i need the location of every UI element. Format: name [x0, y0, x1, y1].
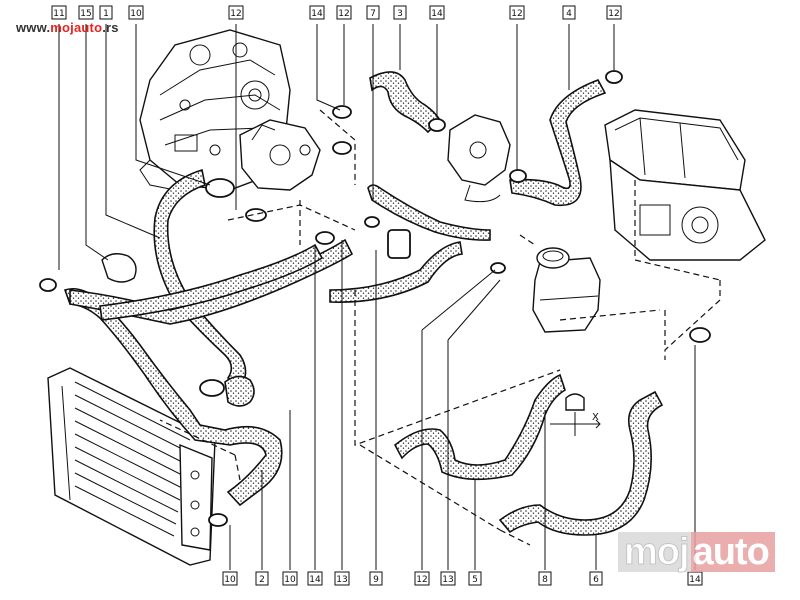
svg-text:12: 12	[608, 9, 619, 19]
dashed-guides	[159, 109, 721, 546]
svg-text:4: 4	[566, 9, 572, 19]
pipe-lower	[329, 241, 463, 303]
svg-text:14: 14	[309, 575, 321, 585]
hoses	[63, 71, 664, 536]
callout-11: 11	[51, 5, 67, 20]
clamp	[315, 231, 335, 245]
clamp	[199, 379, 225, 397]
heater-supply-hose	[509, 79, 607, 207]
svg-text:13: 13	[442, 575, 453, 585]
svg-text:3: 3	[397, 9, 403, 19]
thermo-switch	[101, 253, 137, 283]
callout-9: 9	[369, 571, 383, 586]
svg-text:9: 9	[373, 575, 379, 585]
callout-12: 12	[414, 571, 430, 586]
clamps	[39, 70, 711, 527]
callout-6: 6	[589, 571, 603, 586]
svg-text:2: 2	[259, 575, 265, 585]
svg-text:14: 14	[431, 9, 443, 19]
radiator	[47, 367, 216, 566]
svg-text:1: 1	[103, 9, 109, 19]
dimension-x: X	[550, 412, 601, 436]
logo-part-1: moj	[618, 532, 691, 573]
clamp	[332, 141, 352, 155]
svg-text:12: 12	[230, 9, 241, 19]
callout-14: 14	[429, 5, 445, 20]
long-heater-tube	[99, 243, 324, 321]
callout-13: 13	[334, 571, 350, 586]
callout-14: 14	[309, 5, 325, 20]
callout-12: 12	[336, 5, 352, 20]
heater-box	[604, 109, 766, 281]
bottom-callouts: 10 2 10 14 13 9 12 13 5 8 6 14	[222, 571, 703, 586]
svg-text:14: 14	[689, 575, 701, 585]
callout-1: 1	[99, 5, 113, 20]
callout-10: 10	[282, 571, 298, 586]
elbow-hose-10	[224, 375, 255, 407]
clamp	[208, 513, 228, 527]
bleed-screw-8	[565, 393, 585, 411]
callout-14: 14	[307, 571, 323, 586]
callout-12: 12	[606, 5, 622, 20]
callout-10: 10	[128, 5, 144, 20]
svg-text:11: 11	[53, 9, 64, 19]
dimension-label: X	[592, 412, 599, 423]
svg-text:12: 12	[416, 575, 427, 585]
callout-4: 4	[562, 5, 576, 20]
svg-text:10: 10	[224, 575, 236, 585]
callout-13: 13	[440, 571, 456, 586]
callout-5: 5	[468, 571, 482, 586]
callout-10: 10	[222, 571, 238, 586]
lower-hose-6	[498, 390, 664, 536]
svg-text:10: 10	[130, 9, 142, 19]
callout-2: 2	[255, 571, 269, 586]
callout-14: 14	[687, 571, 703, 586]
lower-hose-5	[393, 373, 566, 481]
clamp	[428, 118, 446, 132]
svg-text:5: 5	[472, 575, 478, 585]
watermark-url-suffix: .rs	[102, 20, 119, 35]
clamp	[509, 169, 527, 183]
clamp	[605, 70, 623, 84]
callout-12: 12	[228, 5, 244, 20]
watermark-url-prefix: www.	[16, 20, 51, 35]
watermark-url-brand: mojauto	[50, 20, 103, 35]
callout-8: 8	[538, 571, 552, 586]
callout-7: 7	[366, 5, 380, 20]
watermark-url: www.mojauto.rs	[16, 20, 119, 35]
clamp	[39, 278, 57, 292]
clamp	[245, 208, 267, 222]
callout-3: 3	[393, 5, 407, 20]
svg-text:15: 15	[80, 9, 91, 19]
svg-text:12: 12	[511, 9, 522, 19]
top-callouts: 11 15 1 10 12 14 12 7 3 14 12 4 12	[51, 5, 622, 20]
clamp	[689, 327, 711, 343]
bypass-hose	[369, 71, 442, 134]
upper-radiator-hose	[153, 168, 247, 387]
svg-text:10: 10	[284, 575, 296, 585]
outlet-housing	[447, 114, 511, 203]
logo-part-2: auto	[690, 532, 775, 572]
clamp	[364, 216, 380, 228]
callout-15: 15	[78, 5, 94, 20]
clamp	[205, 178, 235, 198]
svg-text:7: 7	[370, 9, 376, 19]
svg-text:14: 14	[311, 9, 323, 19]
svg-text:12: 12	[338, 9, 349, 19]
expansion-tank	[532, 247, 601, 333]
clip-9	[387, 229, 411, 259]
svg-text:8: 8	[542, 575, 548, 585]
thermostat-housing	[239, 119, 321, 191]
svg-text:6: 6	[593, 575, 599, 585]
leader-lines	[58, 24, 696, 570]
lower-radiator-y-hose	[63, 287, 283, 507]
rigid-pipe	[367, 184, 491, 241]
callout-12: 12	[509, 5, 525, 20]
svg-text:13: 13	[336, 575, 347, 585]
